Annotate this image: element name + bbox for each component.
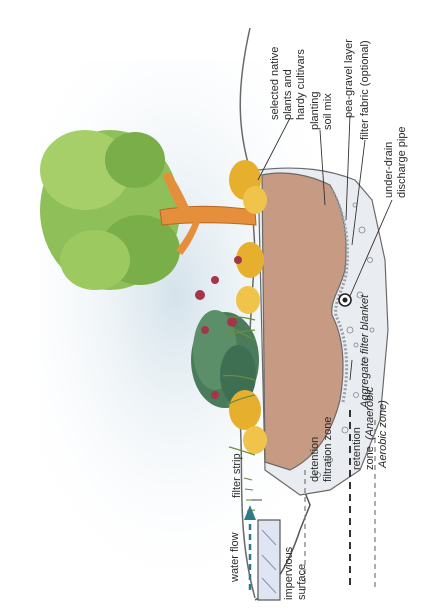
label-retention-2: zone xyxy=(364,446,376,470)
label-filter-fabric: filter fabric (optional) xyxy=(359,40,371,140)
label-pea-gravel-layer: pea-gravel layer xyxy=(343,39,355,118)
label-water-flow: water flow xyxy=(229,532,241,583)
label-selected-native-plants-3: hardy cultivars xyxy=(295,49,307,120)
label-impervious-2: surface xyxy=(296,564,308,600)
label-selected-native-plants-2: plants and xyxy=(282,69,294,120)
label-planting-soil-mix-2: soil mix xyxy=(322,93,334,130)
label-detention-2: filtration zone xyxy=(322,417,334,482)
label-filter-strip: filter strip xyxy=(231,453,243,498)
label-selected-native-plants-1: selected native xyxy=(269,47,281,120)
label-aerobic: Aerobic zone) xyxy=(377,400,389,469)
label-impervious-1: impervious xyxy=(283,546,295,600)
label-under-drain-1: under-drain xyxy=(383,142,395,198)
tree-canopy xyxy=(40,130,180,290)
under-drain-pipe xyxy=(339,294,351,306)
label-under-drain-2: discharge pipe xyxy=(396,126,408,198)
label-retention-1: retention xyxy=(351,427,363,470)
label-aggregate-filter-blanket: Aggregate filter blanket xyxy=(359,294,371,409)
impervious-surface xyxy=(258,520,280,600)
label-detention-1: detention xyxy=(309,437,321,482)
label-planting-soil-mix-1: planting xyxy=(309,91,321,130)
